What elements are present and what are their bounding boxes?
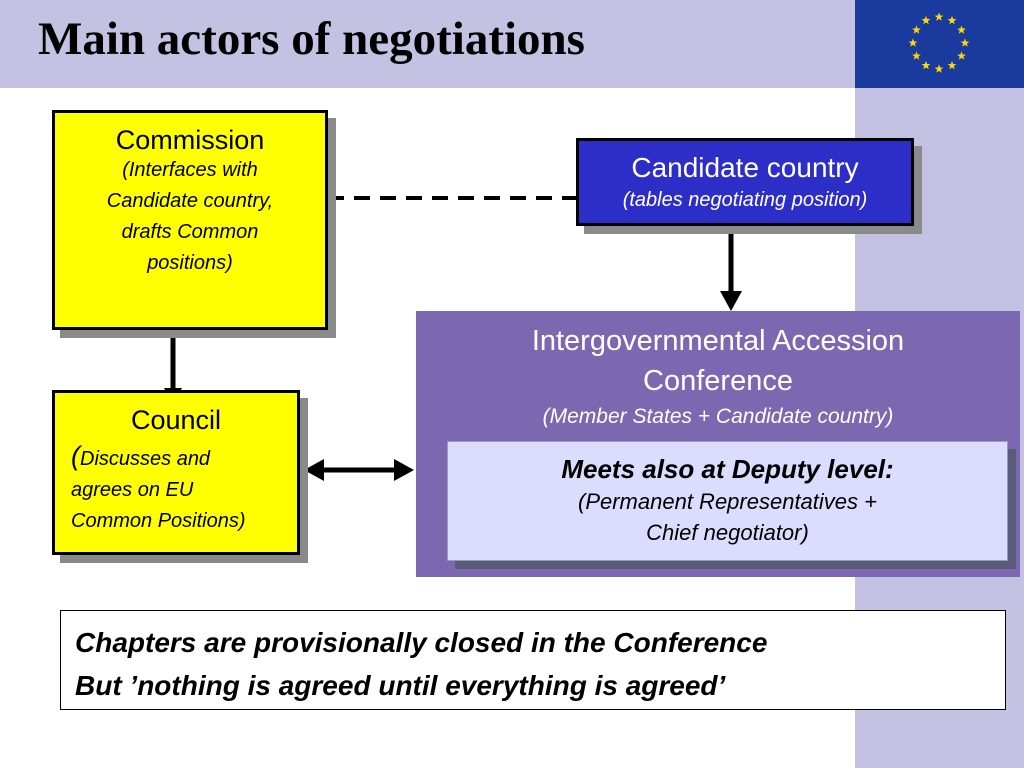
node-candidate-title: Candidate country <box>631 152 859 183</box>
star-icon <box>912 25 921 34</box>
node-council-line: Common Positions) <box>71 510 246 532</box>
node-council-line: agrees on EU <box>71 479 194 501</box>
eu-flag-icon <box>855 0 1024 88</box>
star-icon <box>908 38 918 47</box>
star-icon <box>947 15 957 25</box>
node-council-paren: ( <box>71 441 80 471</box>
node-commission-title: Commission <box>115 125 265 155</box>
node-conference-title: Intergovernmental Accession <box>531 325 905 357</box>
node-commission-line: Candidate country, <box>106 190 274 212</box>
node-commission-line: drafts Common <box>121 221 259 243</box>
star-icon <box>912 51 921 60</box>
star-icon <box>957 51 966 60</box>
page-title: Main actors of negotiations <box>38 13 585 65</box>
footnote-line: Chapters are provisionally closed in the… <box>75 627 768 658</box>
star-icon <box>934 64 944 73</box>
node-commission: Commission (Interfaces with Candidate co… <box>52 110 328 330</box>
footnote-line: But ’nothing is agreed until everything … <box>75 670 726 701</box>
node-candidate-subtitle: (tables negotiating position) <box>622 189 868 211</box>
node-council-title: Council <box>130 405 222 435</box>
footnote: Chapters are provisionally closed in the… <box>60 610 1006 710</box>
node-conference-subtitle: (Member States + Candidate country) <box>542 405 894 428</box>
node-council: Council (Discusses and agrees on EU Common… <box>52 390 300 555</box>
node-conference-title: Conference <box>643 365 793 397</box>
node-deputy-title: Meets also at Deputy level: <box>561 454 894 484</box>
star-icon <box>921 15 931 25</box>
star-icon <box>960 38 970 47</box>
node-deputy-line: Chief negotiator) <box>646 520 809 545</box>
star-icon <box>947 60 957 70</box>
header-band <box>0 0 855 88</box>
node-candidate-country: Candidate country (tables negotiating po… <box>576 138 914 226</box>
node-deputy-level: Meets also at Deputy level: (Permanent R… <box>447 441 1008 561</box>
node-commission-line: positions) <box>147 252 233 274</box>
edge-council-conference-arrowhead-left <box>304 459 324 481</box>
edge-candidate-conference-arrowhead <box>720 291 742 311</box>
node-council-line: Discusses and <box>80 448 211 470</box>
edge-council-conference-arrowhead-right <box>394 459 414 481</box>
node-deputy-line: (Permanent Representatives + <box>578 489 877 514</box>
star-icon <box>921 60 931 70</box>
node-council-body: (Discusses and agrees on EU Common Positio… <box>55 435 297 537</box>
node-commission-line: (Interfaces with <box>122 159 258 181</box>
star-icon <box>957 25 966 34</box>
star-icon <box>934 12 944 21</box>
